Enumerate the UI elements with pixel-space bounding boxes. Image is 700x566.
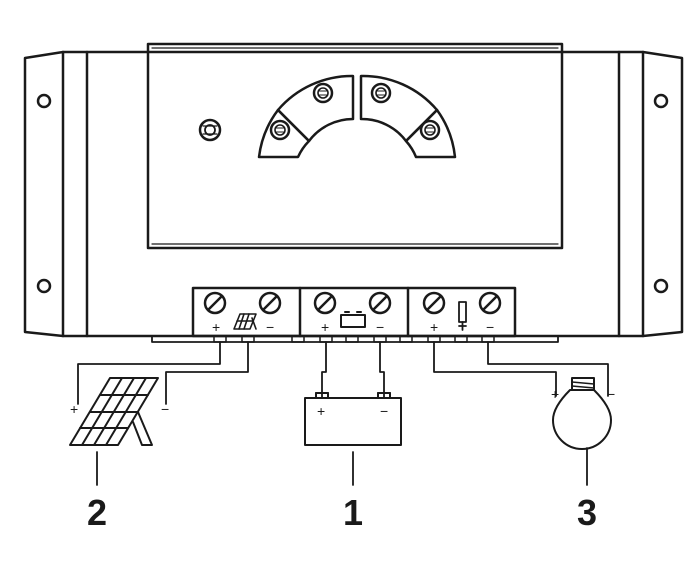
light-bulb-icon (552, 377, 612, 450)
leader-lines (96, 447, 588, 486)
battery-terminal-plus-label: + (321, 319, 329, 335)
load-terminal-minus-label: − (486, 319, 494, 335)
mounting-hole-icon (653, 278, 669, 294)
led-icon (269, 119, 291, 141)
terminal-screw-icon (478, 291, 502, 315)
solar-number-label: 2 (87, 492, 107, 533)
solar-minus-label: − (161, 401, 169, 417)
load-wires (433, 341, 609, 397)
mounting-hole-icon (653, 93, 669, 109)
battery-small-icon (340, 311, 366, 328)
battery-minus-label: − (380, 403, 388, 419)
load-number-label: 3 (577, 492, 597, 533)
terminal-screw-icon (422, 291, 446, 315)
left-mounting-flange (23, 50, 65, 338)
battery-wires (321, 341, 385, 399)
load-minus-label: − (607, 386, 615, 402)
terminal-screw-icon (203, 291, 227, 315)
right-mounting-flange (641, 50, 684, 338)
mounting-hole-icon (36, 278, 52, 294)
battery-icon (304, 392, 402, 446)
solar-plus-label: + (70, 401, 78, 417)
terminal-block (151, 286, 559, 343)
front-panel (146, 42, 564, 250)
terminal-screw-icon (258, 291, 282, 315)
terminal-screw-icon (313, 291, 337, 315)
led-indicator-arc (257, 74, 457, 159)
battery-plus-label: + (317, 403, 325, 419)
battery-terminal-minus-label: − (376, 319, 384, 335)
solar-wires (77, 341, 249, 405)
battery-number-label: 1 (343, 492, 363, 533)
led-icon (419, 119, 441, 141)
terminal-screw-icon (368, 291, 392, 315)
led-icon (370, 82, 392, 104)
load-plus-label: + (551, 386, 559, 402)
solar-panel-icon (69, 377, 159, 446)
load-terminal-plus-label: + (430, 319, 438, 335)
solar-panel-small-icon (233, 313, 257, 330)
lamp-small-icon (458, 301, 467, 331)
led-icon (312, 82, 334, 104)
solar-terminal-plus-label: + (212, 319, 220, 335)
solar-terminal-minus-label: − (266, 319, 274, 335)
mounting-hole-icon (36, 93, 52, 109)
push-button-icon (198, 118, 222, 142)
